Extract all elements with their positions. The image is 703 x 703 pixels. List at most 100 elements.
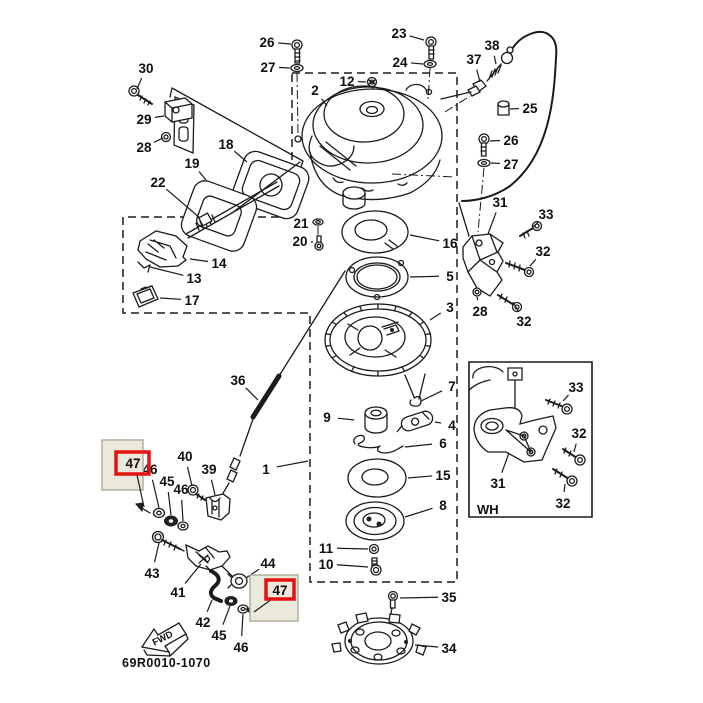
leader-line-15 <box>408 476 432 478</box>
part-label-17: 17 <box>184 293 199 308</box>
leader-line-3 <box>430 313 441 320</box>
leader-line-28 <box>477 297 478 300</box>
part-label-19: 19 <box>184 156 199 171</box>
leader-line-37 <box>477 70 480 82</box>
leader-line-31 <box>502 453 509 473</box>
fwd-arrow: FWD <box>142 623 188 656</box>
leader-line-24 <box>411 63 423 64</box>
leader-line-34 <box>415 645 438 647</box>
leader-line-18 <box>234 151 247 162</box>
part-label-30: 30 <box>138 61 153 76</box>
leader-line-41 <box>185 564 201 584</box>
leader-line-10 <box>337 565 368 567</box>
part-label-27: 27 <box>503 157 518 172</box>
part-label-46: 46 <box>233 640 249 655</box>
part-label-28: 28 <box>472 304 488 319</box>
highlight-patch-1 <box>102 440 143 490</box>
part-label-4: 4 <box>448 418 456 433</box>
leader-line-46 <box>182 500 183 521</box>
part-label-6: 6 <box>439 436 447 451</box>
part-label-33: 33 <box>538 207 554 222</box>
bolt-20-washer-21 <box>313 219 323 250</box>
part-label-16: 16 <box>442 236 458 251</box>
leader-line-32 <box>530 259 536 266</box>
leader-line-7 <box>421 391 442 401</box>
leader-line-40 <box>187 467 192 486</box>
leader-line-33 <box>563 395 569 401</box>
leader-line-1 <box>277 461 308 467</box>
part-label-32: 32 <box>535 244 550 259</box>
leader-line-13 <box>150 267 183 275</box>
part-label-32: 32 <box>516 314 531 329</box>
part-label-21: 21 <box>293 216 309 231</box>
part-label-31: 31 <box>490 476 506 491</box>
leader-line-46 <box>242 614 243 636</box>
part-label-11: 11 <box>319 541 334 556</box>
part-label-32: 32 <box>571 426 586 441</box>
part-label-3: 3 <box>446 300 454 315</box>
leader-line-4 <box>435 422 441 423</box>
part-label-28: 28 <box>136 140 152 155</box>
part-label-18: 18 <box>218 137 234 152</box>
part-label-38: 38 <box>484 38 500 53</box>
highlighted-part-label-47: 47 <box>272 583 287 598</box>
shift-lever-group <box>136 485 259 616</box>
part-label-7: 7 <box>448 379 456 394</box>
sheave-drum-group <box>325 304 431 376</box>
part-label-10: 10 <box>318 557 333 572</box>
inset-wh-label: WH <box>477 502 499 517</box>
leader-line-32 <box>574 444 576 452</box>
leader-line-28 <box>154 138 163 142</box>
highlight-box-2 <box>266 580 294 599</box>
leader-line-6 <box>405 444 432 447</box>
part-label-44: 44 <box>260 556 276 571</box>
leader-line-32 <box>564 484 565 492</box>
part-label-22: 22 <box>150 175 165 190</box>
diagram-code: 69R0010-1070 <box>122 656 211 670</box>
part-label-5: 5 <box>446 269 454 284</box>
part-label-39: 39 <box>201 462 216 477</box>
leader-line-32 <box>513 302 518 311</box>
leader-line-45 <box>168 492 171 515</box>
part-label-26: 26 <box>503 133 519 148</box>
leader-line-22 <box>166 189 200 218</box>
part-label-20: 20 <box>292 234 307 249</box>
part-label-34: 34 <box>441 641 457 656</box>
part-label-42: 42 <box>195 615 210 630</box>
starter-handle-group <box>133 231 187 307</box>
leader-line-8 <box>405 508 433 517</box>
cable-fitting-group <box>441 32 556 232</box>
highlighted-part-label-47: 47 <box>125 456 140 471</box>
part-label-12: 12 <box>339 74 354 89</box>
part-label-41: 41 <box>170 585 186 600</box>
starter-rope-group <box>222 271 345 495</box>
leader-line-42 <box>207 600 212 612</box>
part-label-31: 31 <box>492 195 508 210</box>
part-label-32: 32 <box>555 496 570 511</box>
leader-line-36 <box>246 388 258 400</box>
part-label-45: 45 <box>211 628 227 643</box>
leader-line-29 <box>155 116 164 117</box>
leader-line-14 <box>190 259 208 261</box>
leader-line-31 <box>488 212 496 234</box>
part-label-43: 43 <box>144 566 160 581</box>
part-label-13: 13 <box>186 271 202 286</box>
part-label-37: 37 <box>466 52 481 67</box>
leader-line-23 <box>410 36 424 40</box>
part-label-33: 33 <box>568 380 584 395</box>
leader-line-39 <box>211 480 215 495</box>
leader-line-33 <box>533 222 538 227</box>
part-label-27: 27 <box>260 60 275 75</box>
starter-rod-spring <box>186 182 279 238</box>
part-label-36: 36 <box>230 373 246 388</box>
part-label-25: 25 <box>522 101 538 116</box>
highlight-box-1 <box>116 452 149 474</box>
leader-line-19 <box>199 171 206 180</box>
wh-inset-group: WH <box>469 362 592 517</box>
starter-cover-group <box>291 37 455 209</box>
leader-line-16 <box>410 235 439 241</box>
leader-line-30 <box>137 78 142 89</box>
